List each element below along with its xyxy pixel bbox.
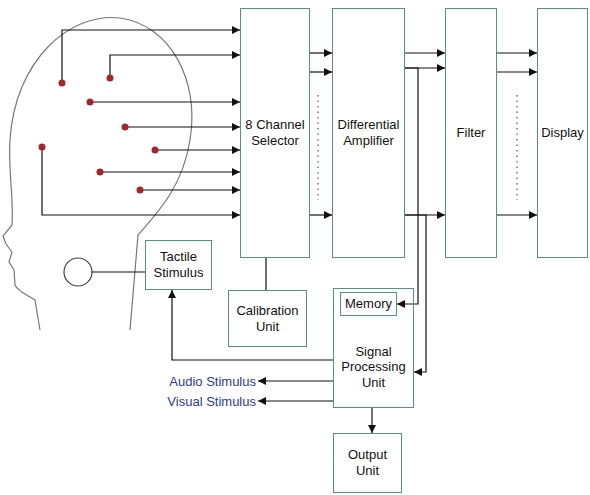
memory-box: Memory [340, 292, 397, 316]
box-label: Display [541, 125, 584, 141]
signal-arrow [172, 290, 333, 360]
signal-arrow [405, 215, 426, 372]
signal-arrow [497, 71, 537, 72]
box-label: 8 Channel Selector [243, 117, 307, 148]
signal-arrow [397, 68, 418, 304]
head-outline [3, 17, 192, 330]
box-label: Output Unit [336, 447, 399, 478]
stimulus-label: Audio Stimulus [169, 374, 256, 389]
display-box: Display [537, 8, 588, 258]
ear-link [92, 271, 145, 272]
box-label: Differential Amplifier [335, 117, 402, 148]
signal-arrow [265, 258, 266, 290]
signal-arrow [310, 214, 332, 215]
processing-box: Signal Processing Unit Memory [333, 288, 414, 408]
signal-arrow [371, 408, 372, 433]
electrode-leads [42, 30, 240, 215]
box-label: Tactile Stimulus [148, 249, 209, 280]
stimulus-label: Visual Stimulus [167, 394, 256, 409]
selector-box: 8 Channel Selector [240, 8, 310, 258]
box-label: Filter [457, 125, 486, 141]
box-label: Memory [345, 296, 392, 312]
ear-circle [64, 258, 92, 286]
signal-arrow [310, 52, 332, 53]
calibration-box: Calibration Unit [228, 290, 307, 347]
stimulus-box: Tactile Stimulus [145, 240, 212, 290]
signal-arrow [405, 52, 445, 53]
electrode-dots [39, 75, 159, 194]
signal-arrow [310, 71, 332, 72]
signal-arrow [497, 52, 537, 53]
signal-arrow [497, 214, 537, 215]
filter-box: Filter [445, 8, 497, 258]
amplifier-box: Differential Amplifier [332, 8, 405, 258]
output-box: Output Unit [333, 433, 402, 493]
box-label: Calibration Unit [231, 303, 304, 334]
stimulus-arrows [258, 381, 333, 401]
box-label: Signal Processing Unit [336, 344, 411, 391]
